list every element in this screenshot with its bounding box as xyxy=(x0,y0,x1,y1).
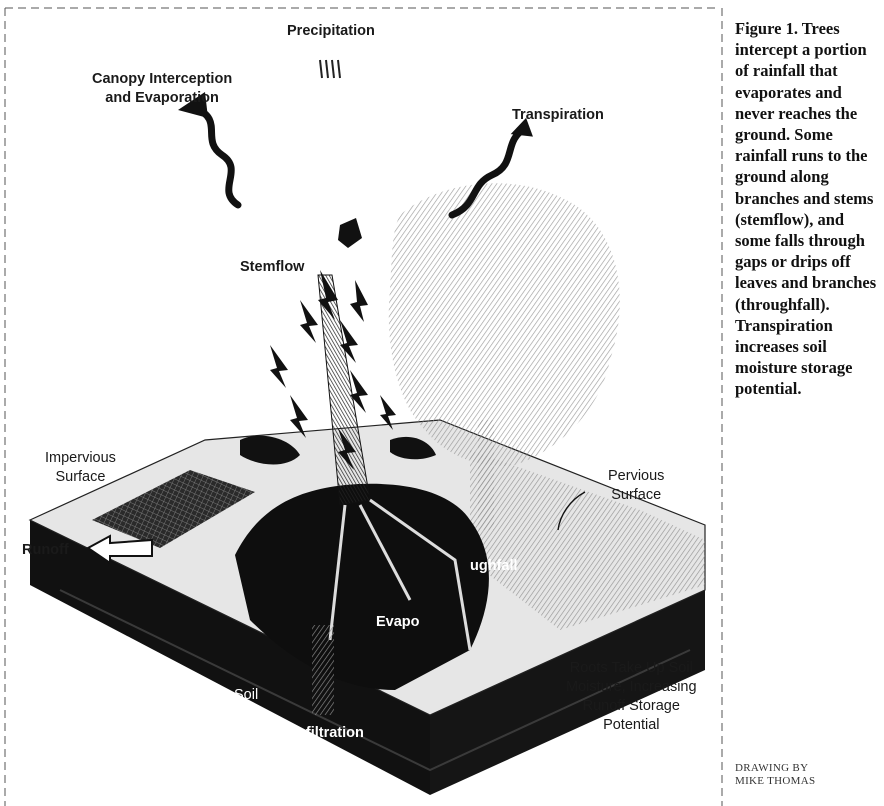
label-canopy-interception: Canopy Interception and Evaporation xyxy=(92,70,232,108)
label-runoff: Runoff xyxy=(22,541,69,560)
label-throughfall: ughfall xyxy=(470,557,518,576)
drawing-credit: DRAWING BY MIKE THOMAS xyxy=(735,762,815,788)
label-stemflow: Stemflow xyxy=(240,258,304,277)
label-pervious-surface: Pervious Surface xyxy=(608,467,664,505)
label-roots-take-up: Roots Take Up Soil Moisture, Increasing … xyxy=(566,659,697,735)
ground-block xyxy=(30,420,705,795)
label-impervious-surface: Impervious Surface xyxy=(45,449,116,487)
label-transpiration: Transpiration xyxy=(512,106,604,125)
label-infiltration: Infiltration xyxy=(293,724,364,743)
label-precipitation: Precipitation xyxy=(287,22,375,41)
evaporation-arrow-left xyxy=(178,92,238,205)
label-evaporation: Evapo xyxy=(376,613,420,632)
precipitation-drops xyxy=(320,60,340,78)
figure-caption: Figure 1. Trees intercept a portion of r… xyxy=(735,18,880,400)
label-soil: Soil xyxy=(234,686,258,705)
infiltration-column xyxy=(312,625,334,715)
